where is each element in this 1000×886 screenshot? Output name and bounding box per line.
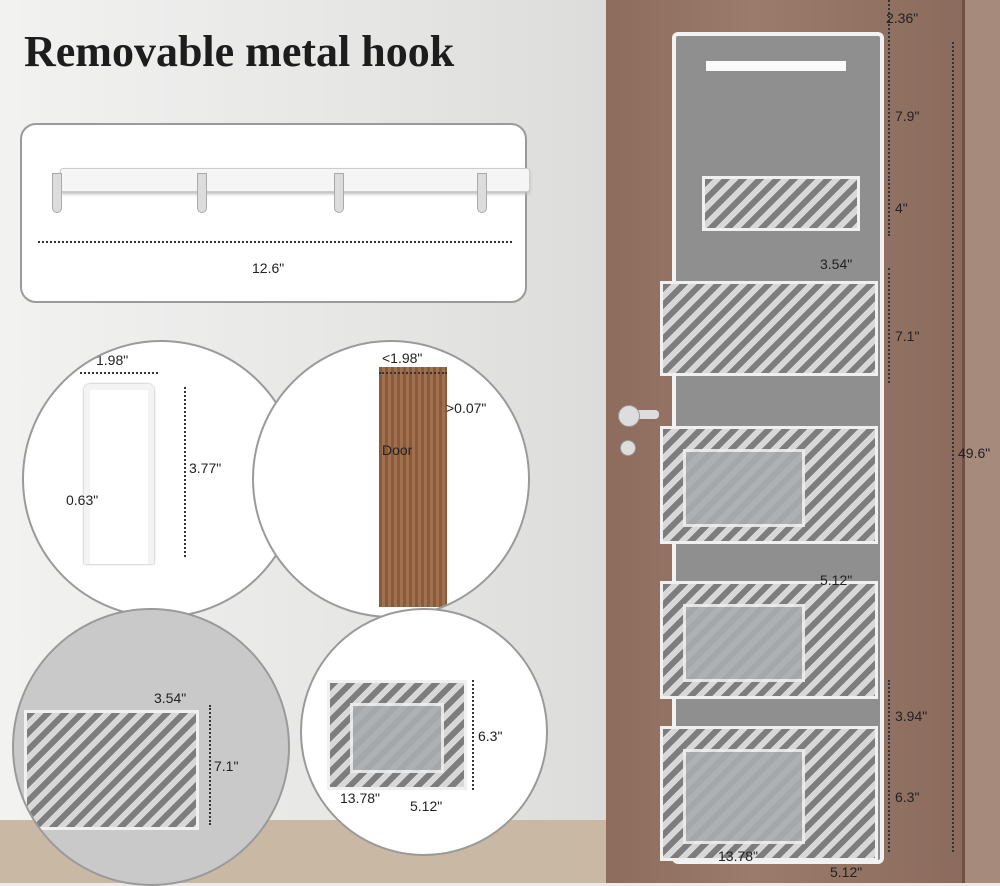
box-pocket [660, 581, 878, 699]
dimension-line [952, 42, 954, 852]
headline: Removable metal hook [24, 27, 455, 76]
dimension-line [888, 680, 890, 740]
window [350, 703, 444, 773]
window [683, 449, 805, 527]
box-length-label: 13.78" [340, 790, 381, 806]
pocket-depth-label: 3.54" [154, 690, 187, 706]
hook-gap-label: 0.63" [66, 492, 99, 508]
box-height-label: 6.3" [895, 789, 920, 805]
pocket-height-label: 7.1" [214, 758, 239, 774]
hook-width-label: 1.98" [96, 352, 129, 368]
box-pocket [660, 426, 878, 544]
hook-shape [84, 384, 154, 564]
window [683, 749, 805, 844]
hook-height-label: 3.77" [189, 460, 222, 476]
pocket-height-label: 7.1" [895, 328, 920, 344]
hook [477, 173, 487, 213]
small-pocket-label: 4" [895, 200, 908, 216]
box-pocket [660, 726, 878, 861]
pocket-detail-circle: 3.54" 7.1" [12, 608, 290, 886]
dimension-line [209, 705, 211, 825]
dimension-line [888, 40, 890, 174]
bottom-depth-label: 5.12" [830, 864, 863, 880]
box-depth-label: 5.12" [820, 572, 853, 588]
door-frame [962, 0, 1000, 883]
dimension-line [472, 680, 474, 790]
pocket [660, 281, 878, 376]
pocket [24, 710, 199, 830]
window [683, 604, 805, 682]
dimension-line [888, 268, 890, 383]
dimension-line [80, 372, 158, 374]
door-edge [379, 367, 447, 607]
box-height-label: 6.3" [478, 728, 503, 744]
top-gap-label: 2.36" [886, 10, 919, 26]
dimension-line [888, 0, 890, 38]
dimension-line [379, 372, 447, 374]
dimension-line [888, 742, 890, 852]
hook-length-label: 12.6" [252, 260, 285, 276]
dimension-line [184, 387, 186, 557]
organizer-width-label: 13.78" [718, 848, 759, 864]
hook [52, 173, 62, 213]
dimension-line [38, 241, 512, 243]
top-panel-label: 7.9" [895, 108, 920, 124]
door-label: Door [382, 442, 413, 458]
dimension-line [888, 176, 890, 236]
hook-rail [60, 168, 530, 192]
door-lock [620, 440, 636, 456]
pocket-depth-label: 3.54" [820, 256, 853, 272]
gap-label: 3.94" [895, 708, 928, 724]
hook [334, 173, 344, 213]
door-detail-circle: Door <1.98" >0.07" [252, 340, 530, 618]
box-depth-label: 5.12" [410, 798, 443, 814]
hook-rail [706, 61, 846, 71]
hook-panel: 12.6" [20, 123, 530, 303]
door-organizer [660, 32, 884, 864]
box-detail-circle: 6.3" 13.78" 5.12" [300, 608, 548, 856]
door-knob [618, 405, 640, 427]
door-handle [625, 410, 659, 419]
hook-thickness-label: >0.07" [446, 400, 487, 416]
total-height-label: 49.6" [958, 445, 991, 461]
hook [197, 173, 207, 213]
door-width-label: <1.98" [382, 350, 423, 366]
small-pockets [702, 176, 860, 231]
box-pocket [327, 680, 467, 790]
